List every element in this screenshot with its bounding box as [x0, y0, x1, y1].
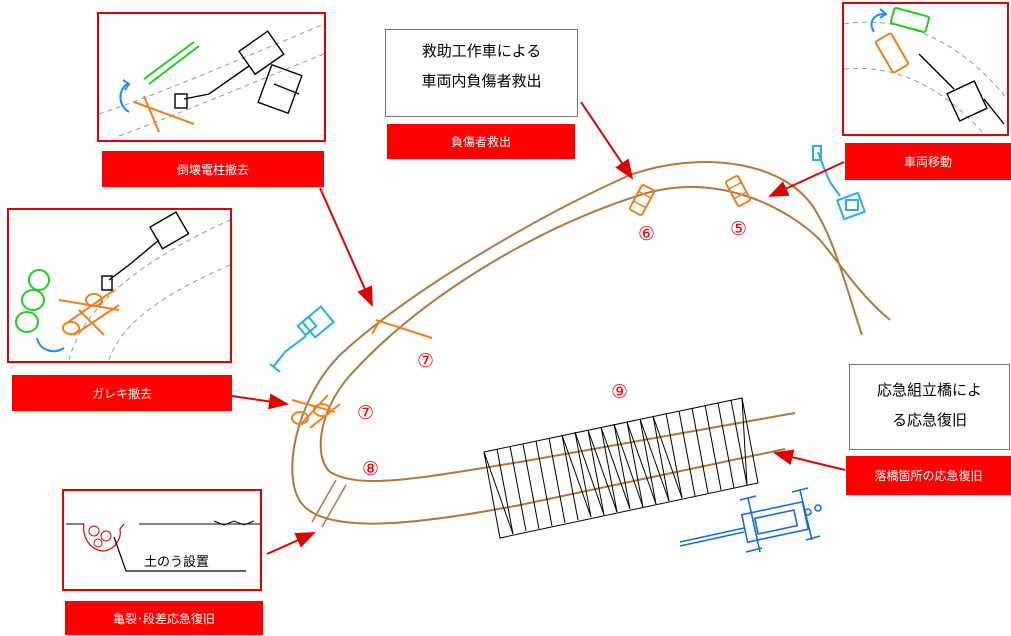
sandbag-label: 土のう設置 — [144, 555, 210, 570]
tag-bridge-fall-restore: 落橋箇所の応急復旧 — [846, 456, 1011, 495]
callout-temp-bridge: 応急組立橋によ る応急復旧 — [849, 364, 1010, 450]
callout-rescue-line1: 救助工作車による — [421, 42, 542, 60]
vehicle-6-icon — [628, 184, 656, 216]
site-number-7b: ⑦ — [357, 402, 375, 424]
inset-debris-graphic — [15, 211, 231, 361]
site-number-8: ⑧ — [362, 458, 380, 480]
fallen-pole-icon — [371, 319, 433, 339]
tag-crack-restore: 亀裂･段差応急復旧 — [65, 601, 263, 635]
crane-icon — [679, 487, 822, 553]
inset-sandbag: 土のう設置 — [62, 489, 262, 591]
excavator-debris-icon — [269, 305, 336, 373]
tag-vehicle-move: 車両移動 — [845, 143, 1011, 180]
excavator-vehicle-icon — [812, 145, 867, 221]
tag-pole-removal: 倒壊電柱撤去 — [102, 151, 324, 187]
temporary-bridge — [483, 397, 759, 539]
inset-debris-removal — [7, 208, 232, 363]
callout-rescue-vehicle: 救助工作車による 車両内負傷者救出 — [385, 29, 578, 117]
annotation-arrows — [231, 101, 846, 555]
callout-bridge-line1: 応急組立橋によ — [876, 381, 982, 399]
tag-injured-rescue: 負傷者救出 — [387, 124, 575, 159]
site-number-5: ⑤ — [730, 218, 748, 240]
site-number-9: ⑨ — [611, 381, 629, 403]
inset-vehicle-graphic — [843, 7, 1008, 135]
vehicle-5-icon — [724, 175, 752, 207]
inset-pole-graphic — [98, 23, 325, 137]
inset-vehicle-move — [842, 2, 1009, 136]
site-number-7a: ⑦ — [417, 350, 435, 372]
inset-pole-removal — [97, 12, 326, 142]
site-number-6: ⑥ — [638, 223, 656, 245]
inset-sandbag-graphic — [66, 520, 260, 572]
crack-mark — [311, 479, 347, 528]
debris-icon — [291, 394, 341, 429]
callout-rescue-line2: 車両内負傷者救出 — [421, 72, 542, 90]
tag-debris-removal: ガレキ撤去 — [12, 375, 232, 411]
callout-bridge-line2: る応急復旧 — [891, 411, 967, 429]
road — [291, 161, 891, 525]
